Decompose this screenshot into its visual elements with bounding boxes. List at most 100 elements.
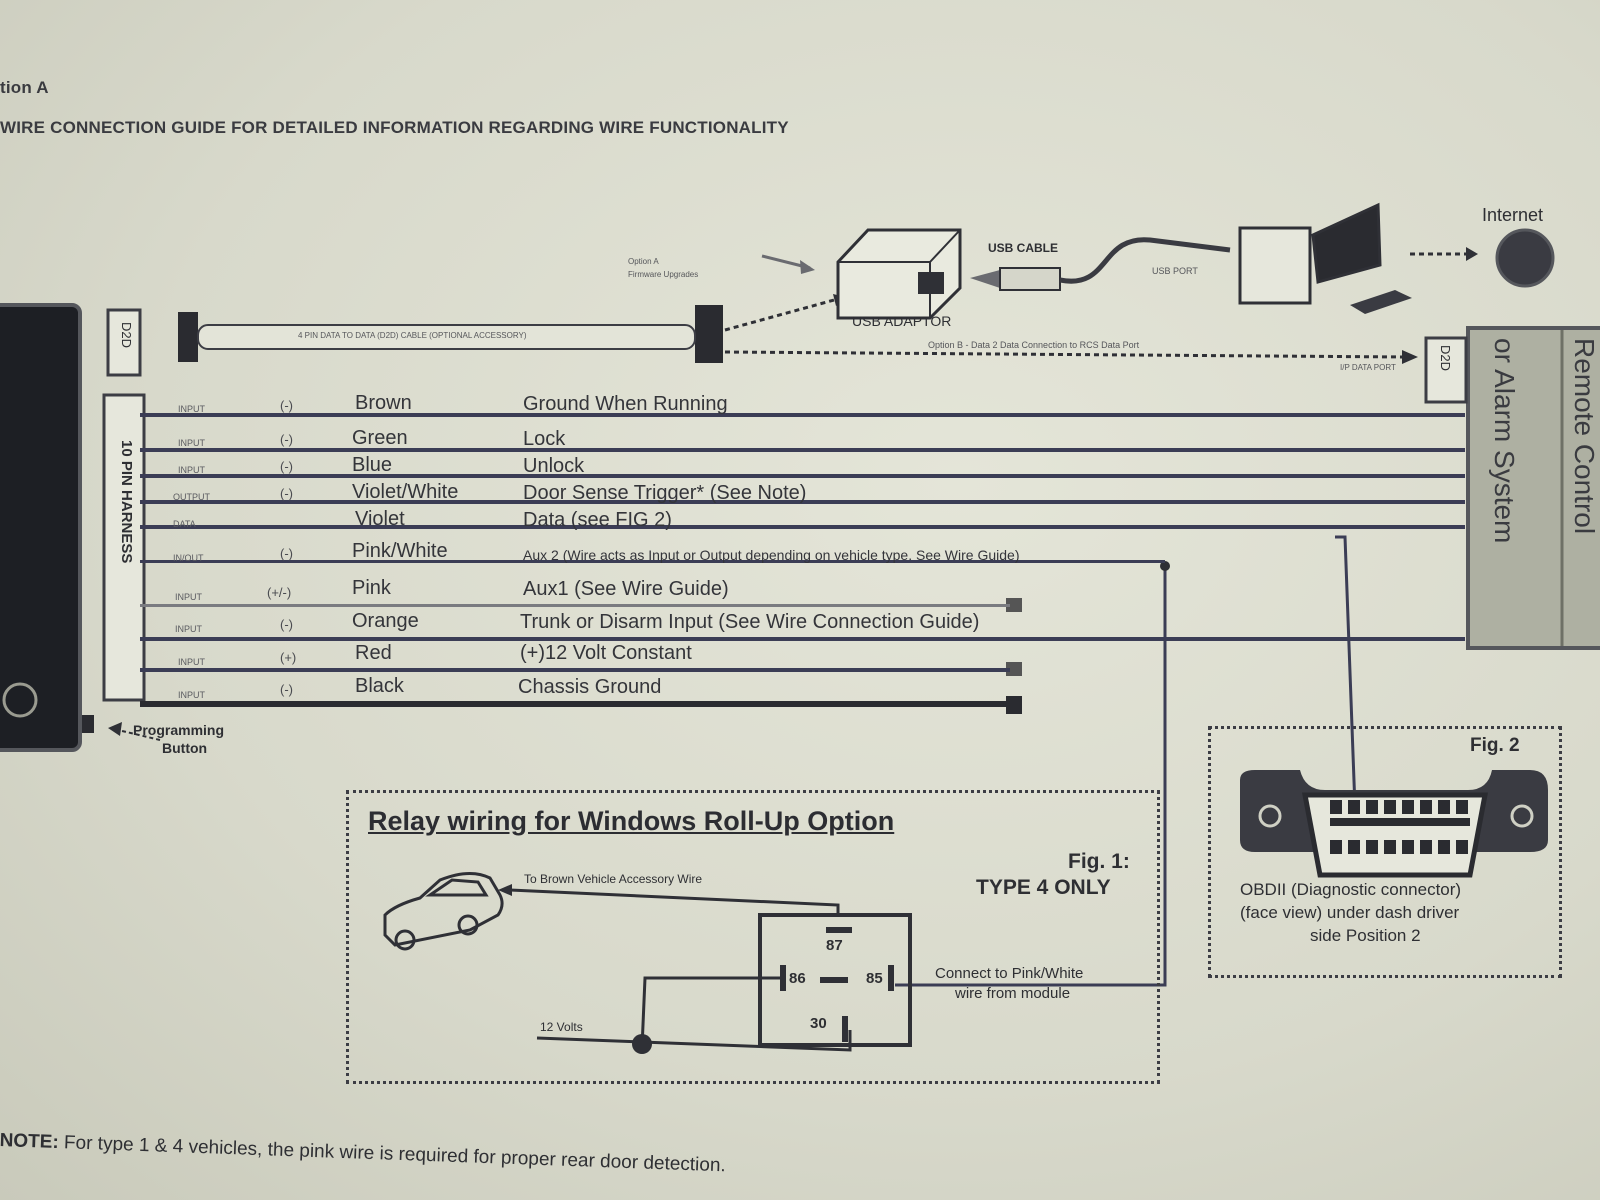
usb-cable-label: USB CABLE [988, 241, 1059, 255]
wire-function: (+)12 Volt Constant [520, 642, 692, 664]
obd-connector [1240, 770, 1548, 878]
arrow-to-usb-adaptor [724, 295, 846, 332]
connect-label-1: Connect to Pink/White [935, 965, 1084, 982]
wire-io: INPUT [178, 690, 205, 700]
wire-io: INPUT [178, 465, 205, 475]
volts-label: 12 Volts [540, 1020, 583, 1034]
d2d-left-label: D2D [119, 322, 134, 349]
fig1-heading: Relay wiring for Windows Roll-Up Option [368, 806, 895, 836]
connect-label-2: wire from module [955, 985, 1071, 1002]
keyboard [1350, 290, 1412, 314]
wire-polarity: (-) [280, 432, 293, 447]
internet-globe [1495, 228, 1555, 288]
to-brown-label: To Brown Vehicle Accessory Wire [524, 872, 703, 886]
remote-label-line2: or Alarm System [1489, 338, 1520, 544]
wire-black [140, 701, 1010, 707]
wire-io: INPUT [175, 624, 202, 634]
usb-port-label: USB PORT [1152, 266, 1198, 276]
wire-io: INPUT [178, 438, 205, 448]
pin-87: 87 [826, 937, 843, 954]
wire-orange [140, 637, 1465, 641]
fig2-caption-3: side Position 2 [1310, 926, 1421, 945]
wire-io: INPUT [178, 404, 205, 414]
wire-violet [140, 525, 1465, 529]
arrow-option-b [724, 350, 1406, 359]
wire-function: Aux1 (See Wire Guide) [523, 578, 729, 600]
wire-color: Violet [355, 508, 405, 530]
pin-30: 30 [810, 1015, 827, 1032]
relay-box [758, 913, 912, 1047]
module-body [0, 303, 82, 752]
wire-color: Brown [355, 392, 412, 414]
wire-color: Violet/White [352, 481, 459, 503]
wire-color: Blue [352, 454, 393, 476]
wire-io: OUTPUT [173, 492, 210, 502]
wire-function: Door Sense Trigger* (See Note) [523, 482, 807, 504]
wire-io: INPUT [178, 657, 205, 667]
fig2-caption-2: (face view) under dash driver [1240, 903, 1460, 922]
fig1-type: TYPE 4 ONLY [976, 876, 1111, 899]
option-b-label: Option B - Data 2 Data Connection to RCS… [928, 340, 1140, 350]
fig1-box [346, 790, 1160, 1084]
wire-io: IN/OUT [173, 553, 204, 563]
d2d-cable-label: 4 PIN DATA TO DATA (D2D) CABLE (OPTIONAL… [298, 331, 527, 340]
option-a-label: Option A [628, 257, 659, 266]
wire-function: Ground When Running [523, 393, 728, 415]
fig2-box [1208, 726, 1562, 978]
wire-io: INPUT [175, 592, 202, 602]
wire-polarity: (-) [280, 546, 293, 561]
wire-polarity: (-) [280, 459, 293, 474]
wire-polarity: (+/-) [267, 585, 292, 600]
data-port-label: I/P DATA PORT [1340, 363, 1396, 372]
wire-polarity: (-) [280, 682, 293, 697]
violet-to-obd [1335, 535, 1357, 809]
d2d-plug-right [695, 305, 723, 363]
wire-pink-white [140, 560, 1165, 563]
wire-brown [140, 413, 1465, 417]
wire-color: Black [355, 675, 404, 697]
wire-green [140, 448, 1465, 452]
usb-cable [1059, 237, 1231, 284]
wire-violet-white [140, 500, 1465, 504]
d2d-cable [197, 324, 696, 350]
note-label: NOTE: [0, 1130, 60, 1154]
wire-color: Green [352, 427, 408, 449]
car-icon [383, 872, 504, 951]
button-label: Button [162, 740, 208, 756]
remote-label-line1: Remote Control [1569, 338, 1600, 535]
wire-color: Pink [352, 577, 391, 599]
harness-connector [102, 393, 146, 702]
guide-title: WIRE CONNECTION GUIDE FOR DETAILED INFOR… [0, 118, 789, 137]
wire-polarity: (-) [280, 398, 293, 413]
d2d-port-left [106, 308, 142, 377]
wire-color: Red [355, 642, 392, 664]
fig2-caption-1: OBDII (Diagnostic connector) [1240, 880, 1462, 899]
remote-control-box [1466, 326, 1600, 650]
firmware-label: Firmware Upgrades [628, 270, 699, 279]
wire-polarity: (-) [280, 486, 293, 501]
module-led [2, 682, 38, 718]
wire-function: Trunk or Disarm Input (See Wire Connecti… [520, 611, 980, 633]
usb-adaptor-label: USB ADAPTOR [852, 313, 952, 329]
wire-pink [140, 604, 1010, 607]
wire-red [140, 668, 1010, 672]
wire-function: Unlock [523, 455, 585, 477]
fig2-title: Fig. 2 [1470, 735, 1520, 756]
wire-color: Pink/White [352, 540, 448, 562]
pink-white-to-relay [895, 565, 1167, 987]
pin-85: 85 [866, 970, 883, 987]
wire-polarity: (-) [280, 617, 293, 632]
d2d-port-right [1424, 336, 1468, 404]
programming-label: Programming [133, 722, 225, 738]
pin-86: 86 [789, 970, 806, 987]
wire-function: Lock [523, 428, 566, 450]
wire-function: Aux 2 (Wire acts as Input or Output depe… [523, 547, 1020, 563]
harness-label: 10 PIN HARNESS [118, 440, 135, 564]
wire-color: Orange [352, 610, 419, 632]
wire-function: Chassis Ground [518, 676, 662, 698]
computer-monitor [1311, 202, 1382, 284]
wire-polarity: (+) [280, 650, 297, 665]
d2d-plug-left [178, 312, 198, 362]
wire-io: DATA [173, 519, 196, 529]
